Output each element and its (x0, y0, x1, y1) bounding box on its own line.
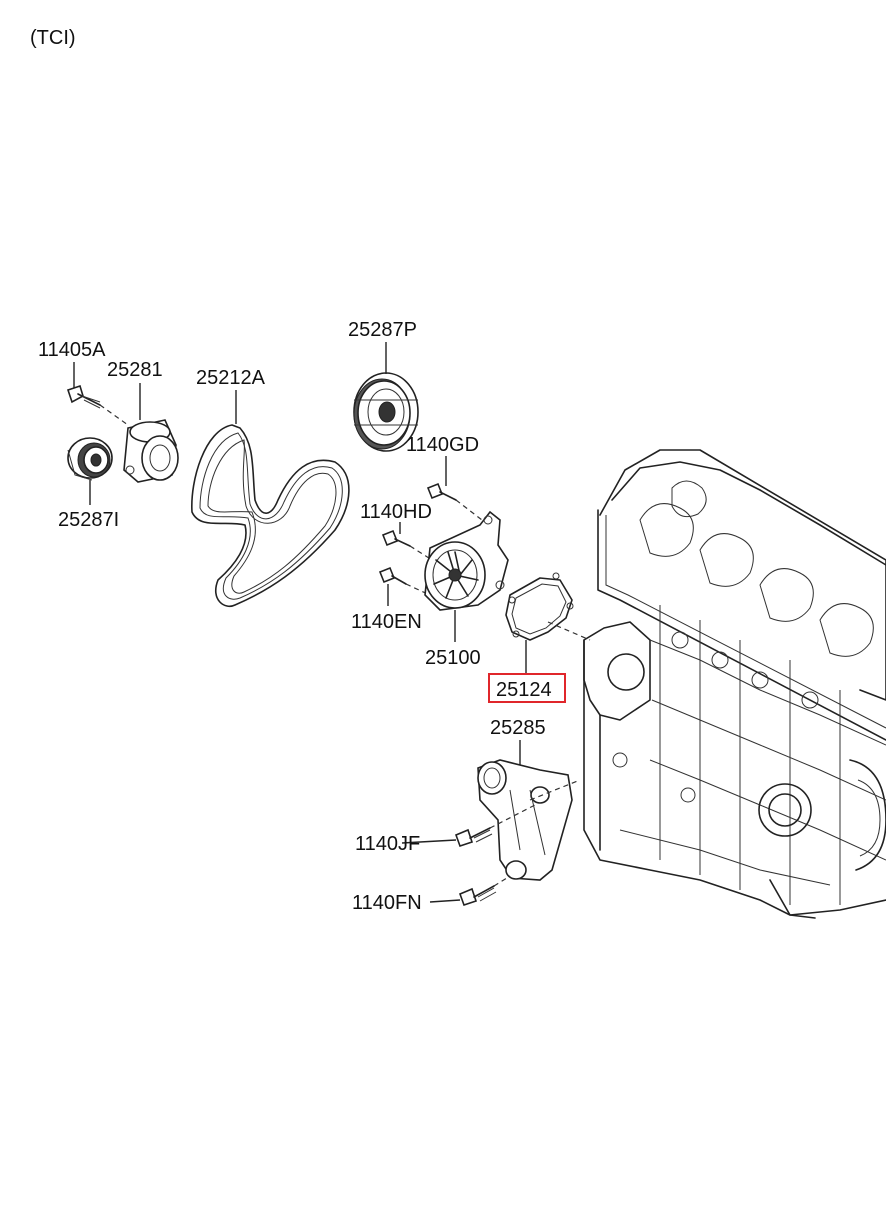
water-pump-25100 (424, 510, 509, 611)
bolt-11405A (66, 384, 129, 426)
callout-25124[interactable]: 25124 (496, 679, 552, 701)
callout-1140FN[interactable]: 1140FN (352, 892, 422, 914)
highlight-box (488, 673, 566, 703)
mounting-bracket-25285 (477, 759, 581, 881)
callout-1140JF[interactable]: 1140JF (355, 833, 420, 855)
variant-label: (TCI) (30, 27, 76, 49)
callout-11405A[interactable]: 11405A (38, 339, 106, 361)
belt-tensioner-25281 (123, 419, 179, 483)
bolt-1140HD (381, 529, 433, 561)
callout-25100[interactable]: 25100 (425, 647, 481, 669)
bolt-1140GD (426, 482, 483, 521)
callout-25281[interactable]: 25281 (107, 359, 163, 381)
callout-25285[interactable]: 25285 (490, 717, 546, 739)
callout-25212A[interactable]: 25212A (196, 367, 266, 389)
callout-25287P[interactable]: 25287P (348, 319, 417, 341)
callout-1140GD[interactable]: 1140GD (406, 434, 479, 456)
bolt-1140FN (458, 875, 511, 907)
callout-1140EN[interactable]: 1140EN (351, 611, 422, 633)
bolt-1140EN (378, 566, 433, 597)
callout-1140HD[interactable]: 1140HD (360, 501, 432, 523)
drive-belt-25212A (191, 424, 350, 607)
bolt-1140JF (454, 804, 536, 848)
callout-25287I[interactable]: 25287I (58, 509, 119, 531)
idler-pulley-25287I (67, 437, 113, 481)
engine-block (583, 449, 886, 919)
water-pump-gasket-25124 (505, 572, 591, 641)
